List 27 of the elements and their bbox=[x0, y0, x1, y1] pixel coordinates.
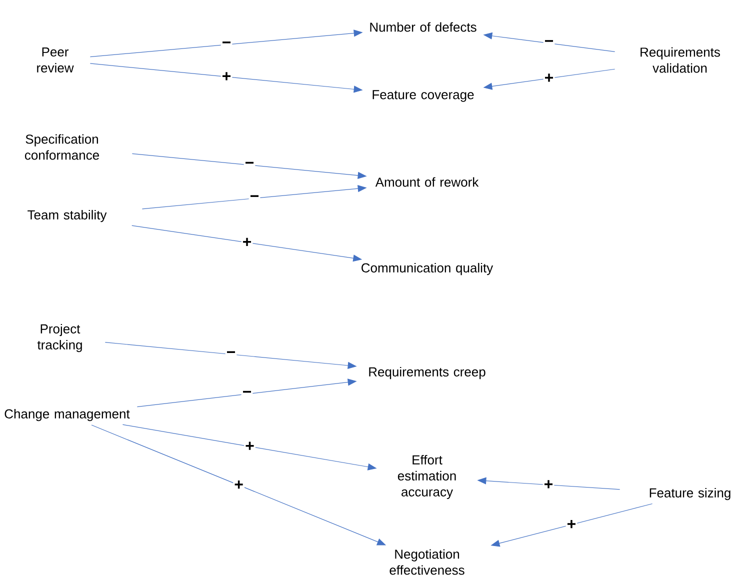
factor-label: Effort estimation accuracy bbox=[398, 454, 456, 500]
sign-label: − bbox=[246, 162, 254, 164]
factor-label: Communication quality bbox=[362, 262, 494, 276]
sign-label: + bbox=[545, 74, 554, 82]
factor-label: Project tracking bbox=[37, 324, 82, 352]
sign-label: + bbox=[222, 72, 231, 80]
sign-label: − bbox=[222, 42, 231, 44]
factor-label: Negotiation effectiveness bbox=[390, 549, 464, 575]
sign-label: + bbox=[246, 442, 254, 450]
sign-label: + bbox=[567, 520, 576, 528]
sign-label: − bbox=[250, 195, 259, 197]
sign-label: + bbox=[234, 480, 243, 489]
sign-label: + bbox=[544, 480, 553, 488]
factor-label: Specification conformance bbox=[24, 134, 99, 160]
factor-label: Amount of rework bbox=[375, 177, 479, 187]
sign-label: − bbox=[243, 390, 252, 393]
factor-label: Feature coverage bbox=[372, 90, 474, 102]
factor-label: Requirements creep bbox=[369, 366, 486, 380]
factor-label: Number of defects bbox=[370, 22, 476, 32]
sign-label: − bbox=[227, 351, 236, 353]
factor-label: Peer review bbox=[37, 47, 74, 73]
factor-label: Change management bbox=[4, 408, 130, 422]
factor-label: Requirements validation bbox=[640, 47, 720, 73]
factor-label: Team stability bbox=[28, 210, 107, 222]
sign-label: + bbox=[243, 238, 252, 246]
factor-label: Feature sizing bbox=[650, 488, 730, 500]
sign-label: − bbox=[545, 40, 554, 42]
